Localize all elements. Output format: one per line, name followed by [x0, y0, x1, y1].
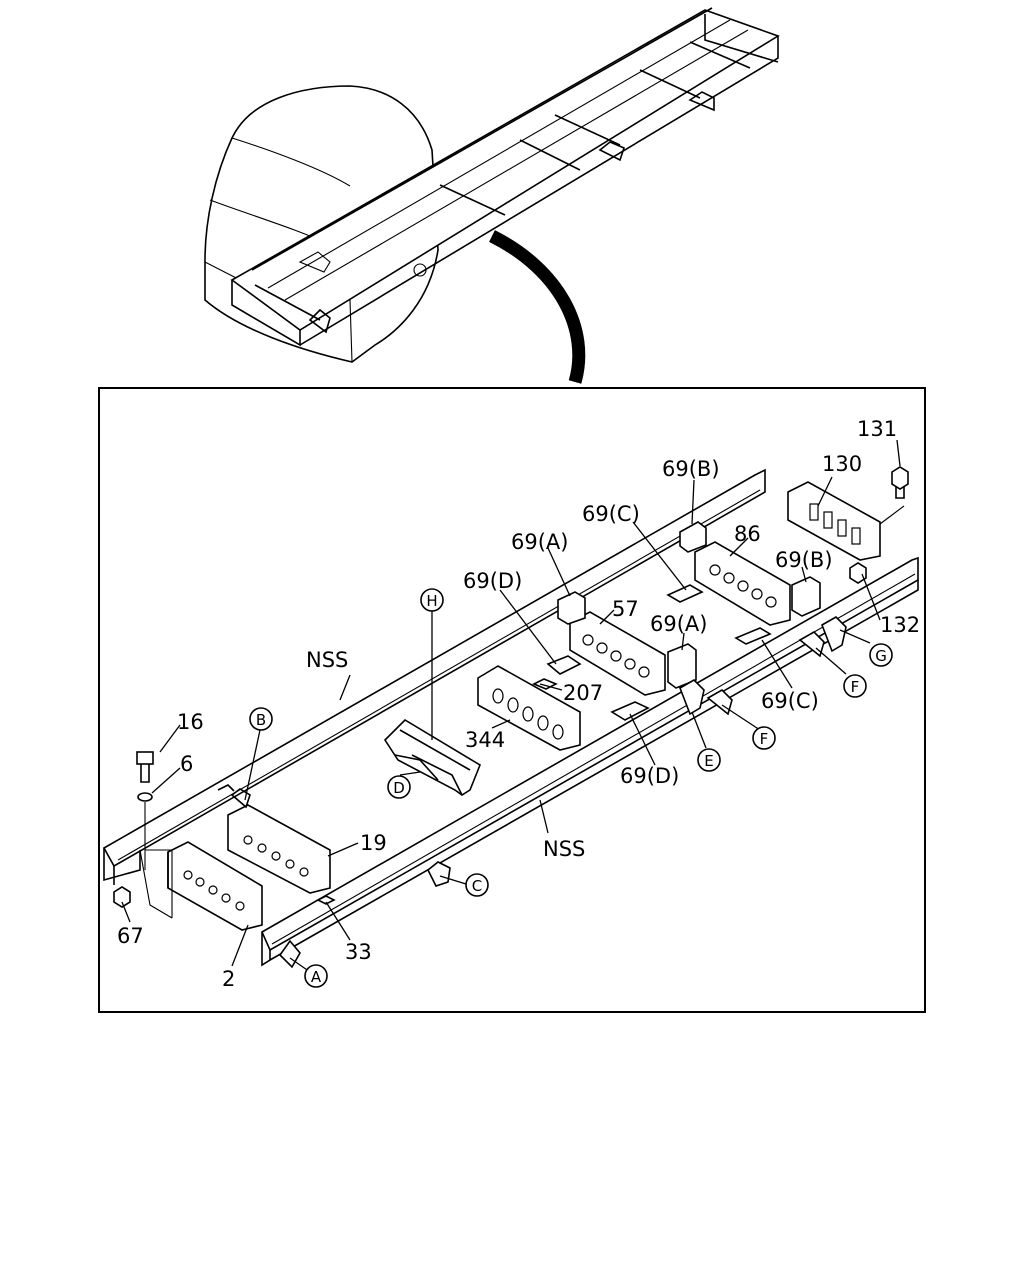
bracket-part-69b-right [791, 576, 821, 617]
label-69c-right: 69(C) [761, 689, 819, 713]
label-2: 2 [222, 967, 235, 991]
label-69c-top: 69(C) [582, 502, 640, 526]
label-19: 19 [360, 831, 387, 855]
plate-part-33 [316, 895, 336, 905]
label-69a-top: 69(A) [511, 530, 568, 554]
label-69b-right: 69(B) [775, 548, 833, 572]
svg-text:C: C [472, 877, 482, 895]
label-67: 67 [117, 924, 144, 948]
label-130: 130 [822, 452, 862, 476]
label-344: 344 [465, 728, 505, 752]
crossmember-part-D [383, 718, 481, 796]
label-69b-top: 69(B) [662, 457, 720, 481]
label-57: 57 [612, 597, 639, 621]
svg-text:D: D [393, 779, 405, 797]
label-69d-top: 69(D) [463, 569, 522, 593]
fitting-G [821, 616, 847, 653]
bolt-131-icon [849, 466, 909, 584]
label-6: 6 [180, 752, 193, 776]
bracket-part-69a-upper [557, 591, 586, 625]
part-labels: 131 130 69(B) 69(C) 69(A) 86 69(B) 69(D)… [117, 417, 920, 991]
crossmember-part-130 [787, 481, 881, 561]
crossmember-part-86 [694, 541, 791, 626]
bolt-16-icon [113, 751, 173, 919]
frame-parts [113, 466, 909, 969]
callout-F-upper: F [843, 674, 867, 698]
leader-lines [121, 439, 901, 973]
callout-H: H [420, 588, 444, 612]
label-207: 207 [563, 681, 603, 705]
detail-frame-border [98, 387, 926, 1013]
crossmember-part-57 [569, 611, 666, 696]
callout-F-lower: F [752, 726, 776, 750]
crossmember-part-2 [167, 841, 263, 931]
plate-part-69c-right [734, 627, 772, 645]
fitting-A [278, 939, 301, 969]
svg-text:F: F [851, 678, 860, 696]
frame-rails [102, 468, 919, 967]
crossmember-part-19 [217, 784, 331, 894]
label-86: 86 [734, 522, 761, 546]
svg-text:A: A [311, 968, 322, 986]
label-69a-mid: 69(A) [650, 612, 707, 636]
callout-C: C [465, 873, 489, 897]
svg-text:H: H [426, 592, 437, 610]
callout-circles: A B C D E F F G H [249, 588, 893, 988]
callout-G: G [869, 643, 893, 667]
fitting-E [679, 679, 705, 716]
svg-text:F: F [760, 730, 769, 748]
label-nss-bottom: NSS [543, 837, 585, 861]
label-131: 131 [857, 417, 897, 441]
callout-D: D [387, 775, 411, 799]
callout-A: A [304, 964, 328, 988]
label-nss-top: NSS [306, 648, 348, 672]
callout-B: B [249, 707, 273, 731]
plate-part-69d-top [546, 655, 582, 675]
plate-part-69c-top [666, 584, 704, 603]
truck-overview-illustration [204, 7, 780, 384]
plate-part-69d-bottom [610, 701, 650, 721]
bracket-part-69b-top [679, 521, 707, 553]
callout-E: E [697, 748, 721, 772]
fitting-C [426, 861, 451, 887]
svg-text:B: B [256, 711, 266, 729]
label-16: 16 [177, 710, 204, 734]
bracket-part-69a-mid [667, 643, 697, 689]
crossmember-part-344 [477, 665, 581, 751]
svg-text:E: E [704, 752, 713, 770]
label-69d-bottom: 69(D) [620, 764, 679, 788]
svg-text:G: G [875, 647, 887, 665]
label-33: 33 [345, 940, 372, 964]
label-132: 132 [880, 613, 920, 637]
